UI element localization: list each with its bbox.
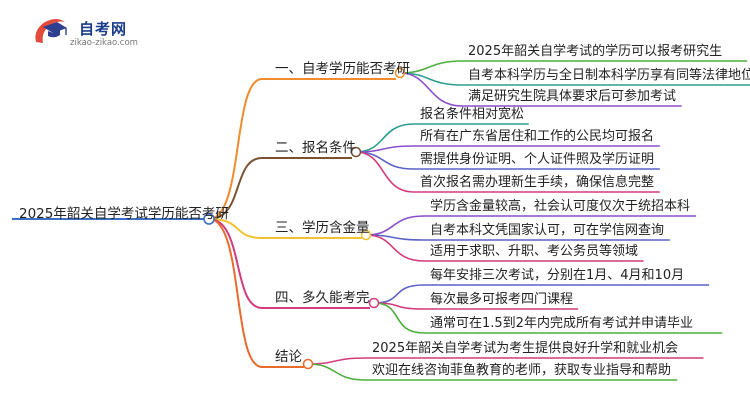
leaf-node: 学历含金量较高，社会认可度仅次于统招本科	[430, 199, 691, 214]
root-topic: 2025年韶关自学考试学历能否考研	[19, 206, 229, 222]
logo	[31, 16, 69, 50]
leaf-node: 首次报名需办理新生手续，确保信息完整	[420, 175, 655, 190]
leaf-connector	[355, 123, 415, 153]
branch-node-dot	[394, 67, 406, 79]
branch-node-dot	[368, 297, 380, 309]
leaf-connector	[307, 363, 367, 381]
leaf-node: 适用于求职、升职、考公务员等领域	[430, 244, 639, 259]
branch-connector	[208, 218, 263, 368]
leaf-node: 自考本科文凭国家认可，可在学信网查询	[430, 223, 665, 238]
leaf-node: 2025年韶关自学考试的学历可以报考研究生	[468, 44, 723, 59]
branch-node-dot	[360, 229, 372, 241]
graduation-cap-icon	[35, 19, 67, 43]
branch-node: 结论	[275, 349, 302, 365]
brand-name: 自考网	[79, 20, 128, 38]
leaf-connector	[355, 145, 415, 153]
leaf-connector	[399, 72, 463, 107]
leaf-connector	[373, 302, 425, 334]
branch-node-dot	[302, 358, 314, 370]
leaf-node: 报名条件相对宽松	[420, 107, 525, 122]
leaf-connector	[373, 284, 425, 304]
leaf-node: 满足研究生院具体要求后可参加考试	[468, 89, 677, 104]
branch-node: 一、自考学历能否考研	[275, 61, 410, 77]
leaf-node: 2025年韶关自学考试为考生提供良好升学和就业机会	[372, 341, 679, 356]
brand-domain: zikao-zikao.com	[70, 38, 138, 48]
leaf-node: 所有在广东省居住和工作的公民均可报名	[420, 129, 655, 144]
branch-connector	[208, 157, 263, 220]
branch-connector	[208, 218, 263, 239]
leaf-node: 通常可在1.5到2年内完成所有考试并申请毕业	[430, 316, 693, 331]
leaf-connector	[355, 151, 415, 193]
root-node-dot	[203, 213, 215, 225]
leaf-connector	[355, 151, 415, 170]
leaf-node: 欢迎在线咨询菲鱼教育的老师，获取专业指导和帮助	[372, 363, 672, 378]
leaf-node: 每次最多可报考四门课程	[430, 292, 574, 307]
branch-node: 三、学历含金量	[275, 220, 370, 236]
leaf-connector	[365, 215, 425, 236]
leaf-connector	[307, 357, 367, 365]
branch-node-dot	[350, 146, 362, 158]
leaf-connector	[365, 234, 425, 262]
branch-connector	[208, 78, 263, 220]
branch-connector	[208, 218, 263, 309]
leaf-node: 需提供身份证明、个人证件照及学历证明	[420, 152, 655, 167]
leaf-node: 每年安排三次考试，分别在1月、4月和10月	[430, 268, 685, 283]
branch-node: 四、多久能考完	[275, 290, 370, 306]
leaf-node: 自考本科学历与全日制本科学历享有同等法律地位	[468, 68, 750, 83]
branch-node: 二、报名条件	[275, 140, 356, 156]
